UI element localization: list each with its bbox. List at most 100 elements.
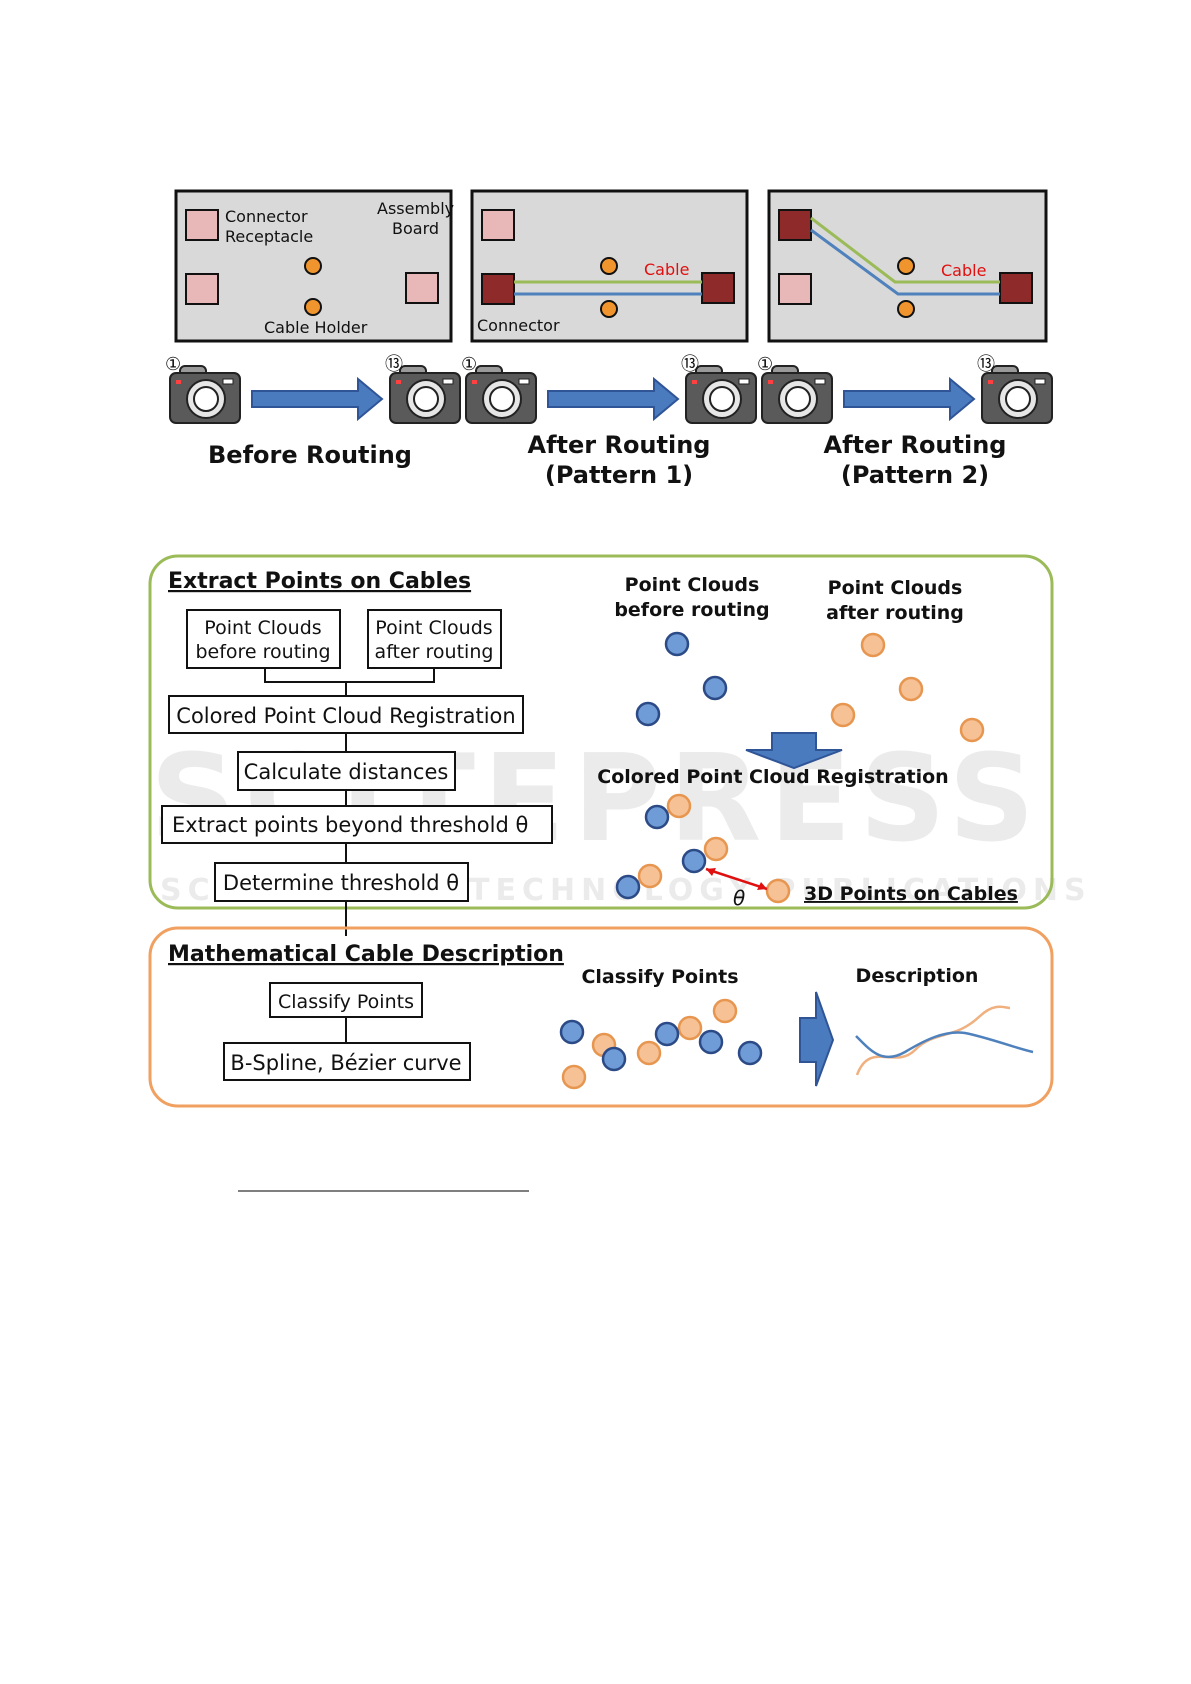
camera-icon: ⑬ xyxy=(977,354,1053,424)
label-pc-before-line2: before routing xyxy=(614,599,769,621)
box-calc-label: Calculate distances xyxy=(244,760,449,784)
label-connector-bottom: Connector xyxy=(477,316,560,335)
right-arrow-icon xyxy=(251,376,384,422)
down-arrow-icon xyxy=(745,732,843,770)
receptacle-square xyxy=(405,272,439,304)
point-after xyxy=(703,836,729,862)
cable-holder xyxy=(897,300,915,318)
caption-before-routing: Before Routing xyxy=(208,441,412,469)
point-after xyxy=(830,702,856,728)
label-cable: Cable xyxy=(941,261,986,280)
caption-after-1-line1: After Routing xyxy=(528,431,711,459)
cable-holder xyxy=(600,257,618,275)
point-before xyxy=(737,1040,763,1066)
curve-orange xyxy=(855,1005,1011,1076)
point-after xyxy=(860,632,886,658)
connector-square xyxy=(999,272,1033,304)
point-after xyxy=(712,998,738,1024)
box-determine-label: Determine threshold θ xyxy=(223,871,459,895)
connector-square xyxy=(701,272,735,304)
right-arrow-icon xyxy=(799,991,835,1087)
box-extract-points-label: Extract points beyond threshold θ xyxy=(172,813,528,837)
box-pc-after-line1: Point Clouds xyxy=(375,617,492,639)
right-arrow-icon xyxy=(547,376,680,422)
receptacle-square xyxy=(778,273,812,305)
box-pc-after xyxy=(367,609,502,669)
label-3d-points: 3D Points on Cables xyxy=(804,883,1018,905)
label-connector: Connector xyxy=(225,207,308,226)
box-classify xyxy=(269,982,423,1018)
receptacle-square xyxy=(185,209,219,241)
panel-before-routing: Connector Receptacle Assembly Board Cabl… xyxy=(174,189,454,343)
cable-line-green xyxy=(810,216,1000,284)
distance-arrow xyxy=(705,867,768,891)
cable-holder xyxy=(897,257,915,275)
label-receptacle: Receptacle xyxy=(225,227,313,246)
camera-icon: ① xyxy=(461,354,537,424)
point-before xyxy=(664,631,690,657)
extract-frame xyxy=(148,554,1054,910)
distance-arrowhead xyxy=(706,868,716,876)
curve-blue xyxy=(855,1031,1034,1059)
point-after xyxy=(666,793,692,819)
camera-number: ⑬ xyxy=(681,354,699,375)
box-registration xyxy=(168,695,524,734)
cable-holder xyxy=(304,298,322,316)
connector-square xyxy=(778,209,812,241)
label-registration-right: Colored Point Cloud Registration xyxy=(597,766,948,788)
point-before xyxy=(635,701,661,727)
distance-arrowhead xyxy=(757,882,767,890)
camera-number: ⑬ xyxy=(977,354,995,375)
box-extract-points xyxy=(161,805,553,844)
box-bspline-label: B-Spline, Bézier curve xyxy=(230,1051,461,1075)
label-assembly: Assembly xyxy=(377,199,454,218)
point-after xyxy=(561,1064,587,1090)
box-calc xyxy=(237,751,456,791)
label-description: Description xyxy=(856,965,979,987)
point-before xyxy=(559,1019,585,1045)
caption-after-2-line2: (Pattern 2) xyxy=(841,461,989,489)
connector-merge xyxy=(264,668,435,696)
receptacle-square xyxy=(185,273,219,305)
receptacle-square xyxy=(481,209,515,241)
label-cable-holder: Cable Holder xyxy=(264,318,368,337)
box-pc-before-line2: before routing xyxy=(195,641,330,663)
point-before xyxy=(644,804,670,830)
connector-square xyxy=(481,273,515,305)
box-registration-label: Colored Point Cloud Registration xyxy=(176,704,515,728)
right-arrow-icon xyxy=(843,376,976,422)
camera-icon: ⑬ xyxy=(681,354,757,424)
label-classify-right: Classify Points xyxy=(581,966,738,988)
camera-icon: ⑬ xyxy=(385,354,461,424)
camera-number: ① xyxy=(461,354,477,375)
camera-number: ① xyxy=(757,354,773,375)
math-title: Mathematical Cable Description xyxy=(168,942,564,967)
box-determine xyxy=(214,862,469,902)
point-after xyxy=(636,1040,662,1066)
math-frame xyxy=(148,926,1054,1108)
point-before xyxy=(681,848,707,874)
point-after xyxy=(898,676,924,702)
panel-after-routing-pattern-1: Cable Connector xyxy=(470,189,749,343)
label-pc-after-line1: Point Clouds xyxy=(828,577,963,599)
point-after xyxy=(765,878,791,904)
cable-line-blue xyxy=(810,228,1000,296)
camera-icon: ① xyxy=(165,354,241,424)
label-cable: Cable xyxy=(644,260,689,279)
camera-number: ① xyxy=(165,354,181,375)
cable-holder xyxy=(304,257,322,275)
point-before xyxy=(601,1046,627,1072)
box-pc-before xyxy=(186,609,341,669)
point-before xyxy=(702,675,728,701)
point-before xyxy=(615,874,641,900)
box-pc-before-line1: Point Clouds xyxy=(204,617,321,639)
point-after xyxy=(677,1015,703,1041)
caption-after-1-line2: (Pattern 1) xyxy=(545,461,693,489)
label-board: Board xyxy=(392,219,439,238)
box-bspline xyxy=(223,1042,471,1081)
label-theta: θ xyxy=(733,886,745,910)
cable-holder xyxy=(600,300,618,318)
caption-after-2-line1: After Routing xyxy=(824,431,1007,459)
point-before xyxy=(654,1021,680,1047)
extract-title: Extract Points on Cables xyxy=(168,569,471,594)
